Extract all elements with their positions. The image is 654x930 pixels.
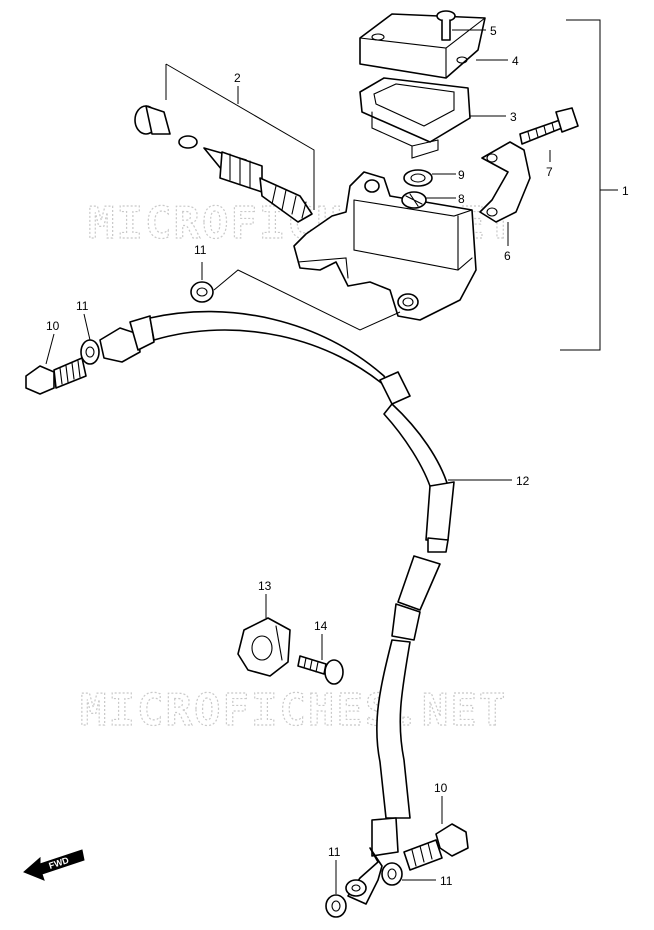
callout-labels: 5 4 3 2 7 1 9 8 6 11 11 10 12 13 14 10 1…	[46, 24, 629, 888]
callout-11-lower-left: 11	[328, 845, 341, 859]
callout-2: 2	[234, 71, 241, 85]
callout-4: 4	[512, 54, 519, 68]
assembly-bracket	[560, 19, 618, 351]
callout-12: 12	[516, 474, 530, 488]
hose-clamp	[237, 617, 291, 677]
callout-10-upper: 10	[46, 319, 60, 333]
callout-8: 8	[458, 192, 465, 206]
callout-1: 1	[622, 184, 629, 198]
reservoir-plug	[401, 191, 427, 209]
union-washer-lower-left	[325, 894, 347, 918]
clamp	[479, 141, 531, 223]
callout-10-lower: 10	[434, 781, 448, 795]
callout-14: 14	[314, 619, 328, 633]
union-washer-left	[80, 339, 100, 365]
callout-11-upper: 11	[194, 243, 207, 257]
forward-direction-badge: FWD	[23, 849, 85, 881]
cap-screw	[436, 10, 456, 41]
callout-9: 9	[458, 168, 465, 182]
piston-kit	[134, 63, 315, 223]
master-cylinder-body	[293, 171, 477, 321]
callout-13: 13	[258, 579, 272, 593]
union-washer-upper	[190, 269, 401, 331]
callout-11-lower-right: 11	[440, 874, 453, 888]
union-bolt-lower	[403, 823, 469, 871]
watermark-bottom: MICROFICHES.NET	[80, 685, 507, 736]
clamp-bolt	[519, 107, 579, 145]
callout-5: 5	[490, 24, 497, 38]
callout-3: 3	[510, 110, 517, 124]
seal-ring	[403, 169, 433, 187]
callout-6: 6	[504, 249, 511, 263]
leader-lines	[45, 29, 551, 894]
callout-7: 7	[546, 165, 553, 179]
reservoir-cap	[359, 13, 486, 79]
callout-11-left: 11	[76, 299, 89, 313]
union-bolt-upper	[25, 357, 87, 395]
diaphragm	[359, 77, 471, 159]
brake-hose	[99, 310, 455, 905]
union-washer-lower-right	[381, 862, 403, 886]
clamp-screw	[297, 655, 344, 685]
